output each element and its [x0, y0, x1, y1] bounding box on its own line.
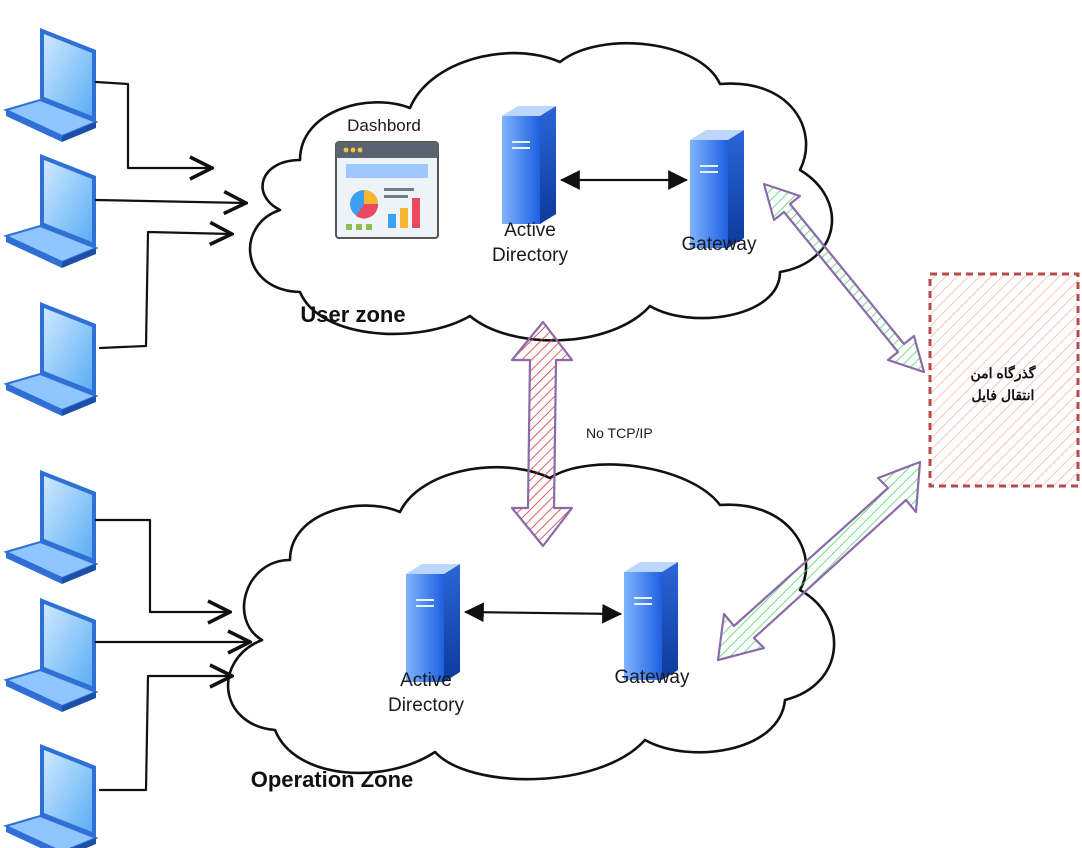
isolation-label: No TCP/IP	[586, 425, 653, 441]
laptop-icon	[5, 469, 97, 585]
client-link	[98, 676, 232, 792]
active-directory-label: Active	[400, 670, 452, 691]
active-directory-label: Directory	[492, 245, 569, 266]
ad-gateway-link	[464, 602, 622, 624]
dashboard-icon	[335, 141, 439, 239]
client-link	[94, 518, 230, 612]
laptop-icon	[5, 743, 97, 848]
blocked-link-arrow	[510, 320, 574, 548]
laptop-icon	[5, 597, 97, 713]
active-directory-label: Active	[504, 220, 556, 241]
zone-title: Operation Zone	[251, 767, 414, 792]
secure-transfer-box	[928, 272, 1080, 488]
client-link	[98, 232, 232, 350]
laptop-icon	[5, 27, 97, 143]
laptop-icon	[5, 153, 97, 269]
laptop-icon	[5, 301, 97, 417]
secure-transfer-label: گذرگاه امن	[971, 365, 1036, 382]
server-icon	[623, 561, 679, 681]
server-icon	[689, 129, 745, 249]
server-icon	[501, 105, 557, 225]
client-link	[94, 200, 246, 203]
server-icon	[405, 563, 461, 683]
transfer-arrow-operation	[716, 460, 922, 662]
client-link	[94, 80, 212, 168]
active-directory-label: Directory	[388, 695, 465, 716]
gateway-label: Gateway	[615, 667, 690, 688]
secure-transfer-label: انتقال فایل	[972, 387, 1035, 403]
transfer-arrow-user	[762, 182, 926, 374]
zone-title: User zone	[300, 302, 405, 327]
gateway-label: Gateway	[682, 234, 757, 255]
dashboard-label: Dashbord	[347, 116, 421, 135]
